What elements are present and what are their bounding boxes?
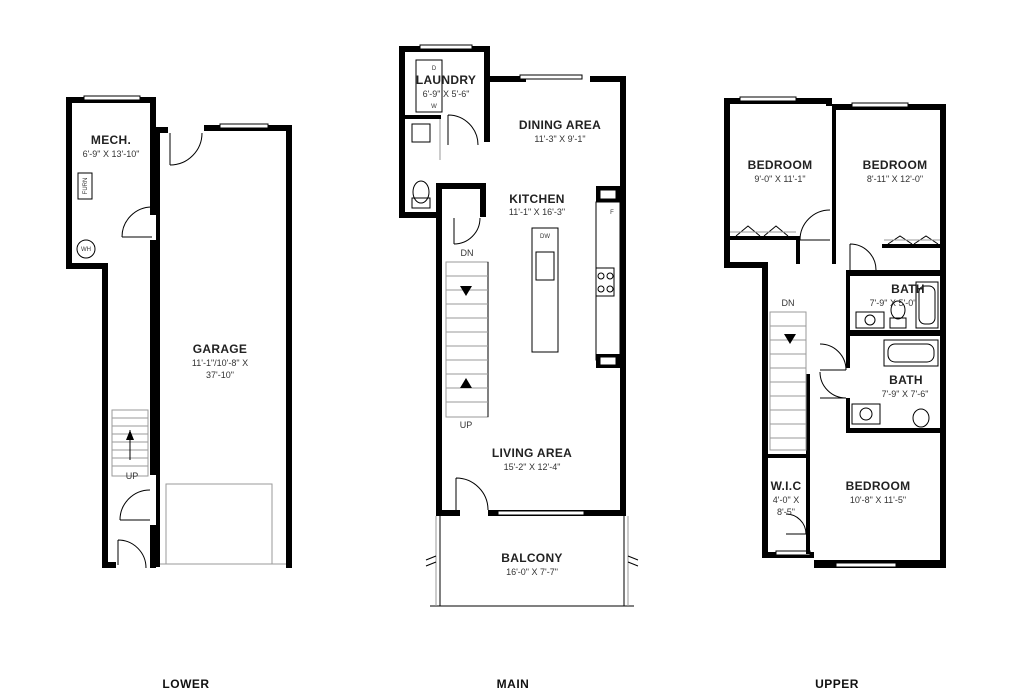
balcony-room-dims: 16'-0" X 7'-7" [506,567,558,577]
bath1-room-dims: 7'-9" X 5'-0" [870,298,917,308]
laundry-room-dims: 6'-9" X 5'-6" [423,89,470,99]
balcony-room-name: BALCONY [501,551,562,565]
dining-room-dims: 11'-3" X 9'-1" [534,134,585,144]
living-room-dims: 15'-2" X 12'-4" [504,462,561,472]
lower-floor-plan: FURN WH MECH. 6'-9" X 13'-10" GARAGE 11'… [66,95,292,569]
garage-room-dims-line1: 11'-1"/10'-8" X [192,358,248,368]
wic-room-name: W.I.C [771,479,802,493]
mech-room-dims: 6'-9" X 13'-10" [83,149,140,159]
main-floor-plan: D W DW F [399,44,639,607]
bath2-room-dims: 7'-9" X 7'-6" [882,389,929,399]
water-heater-label: WH [81,247,91,253]
bath1-room-name: BATH [891,282,925,296]
bedroom2-room-dims: 8'-11" X 12'-0" [867,174,923,184]
bedroom3-room-name: BEDROOM [846,479,911,493]
bedroom1-room-name: BEDROOM [748,158,813,172]
lower-floor-label: LOWER [162,677,209,691]
dining-room-name: DINING AREA [519,118,601,132]
garage-room-name: GARAGE [193,342,247,356]
bedroom1-room-dims: 9'-0" X 11'-1" [754,174,805,184]
kitchen-room-name: KITCHEN [509,192,564,206]
kitchen-room-dims: 11'-1" X 16'-3" [509,207,565,217]
upper-floor-label: UPPER [815,677,859,691]
bath2-room-name: BATH [889,373,923,387]
laundry-room-name: LAUNDRY [416,73,476,87]
wic-room-dims-line1: 4'-0" X [773,495,799,505]
dryer-label: D [432,66,437,72]
bedroom2-room-name: BEDROOM [863,158,928,172]
upper-floor-plan: BEDROOM 9'-0" X 11'-1" BEDROOM 8'-11" X … [724,96,946,568]
main-stairs-up-label: UP [460,420,473,430]
washer-label: W [431,104,437,110]
garage-room-dims-line2: 37'-10" [206,370,234,380]
bedroom3-room-dims: 10'-8" X 11'-5" [850,495,906,505]
upper-stairs-down-label: DN [782,298,795,308]
wic-room-dims-line2: 8'-5" [777,507,795,517]
fridge-label: F [610,210,614,216]
main-floor-label: MAIN [497,677,530,691]
dishwasher-label: DW [540,234,550,240]
living-room-name: LIVING AREA [492,446,572,460]
furnace-label: FURN [83,178,89,195]
main-stairs-down-label: DN [461,248,474,258]
lower-stairs-up-label: UP [126,471,139,481]
mech-room-name: MECH. [91,133,131,147]
